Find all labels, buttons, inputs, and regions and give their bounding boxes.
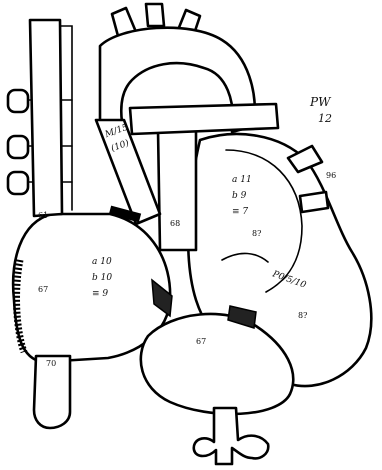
pw-value-label: 12 [318,112,332,125]
svc-sat-label: 61 [38,211,48,220]
superior-vena-cava [30,20,62,216]
ra-sat-label: 67 [38,285,48,294]
la-sat-label: 8? [252,229,261,238]
la-v-wave: b 9 [232,191,247,201]
la-a-wave: a 11 [232,175,252,185]
ra-a-wave: a 10 [92,257,112,267]
ra-mean: ≡ 9 [92,289,108,299]
pw-label: PW [309,95,332,109]
right-pulmonary-artery [130,104,278,134]
la-mean: ≡ 7 [232,207,248,217]
pa-sat-label: 68 [170,219,180,228]
rv-sat-label: 67 [196,337,206,346]
pv-sat-label: 96 [326,171,336,180]
ra-v-wave: b 10 [92,273,112,283]
ivc-sat-label: 70 [46,359,56,368]
pulmonary-trunk [158,130,196,250]
descending-aorta [194,408,268,464]
lv-sat-label: 8? [298,311,307,320]
